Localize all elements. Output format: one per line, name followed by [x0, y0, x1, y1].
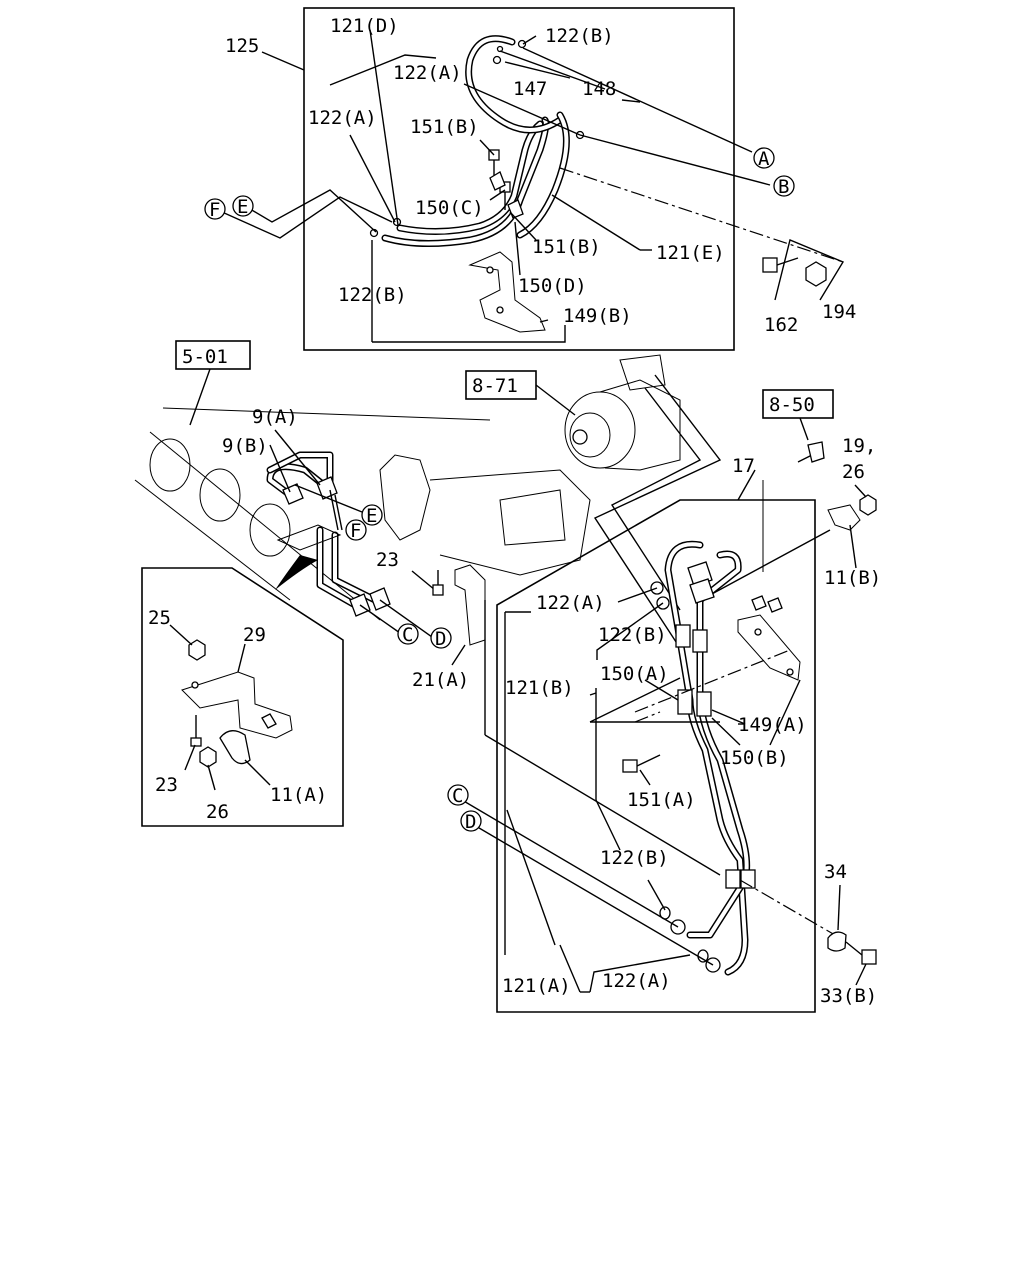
- callout-150-d: 150(D): [518, 275, 587, 297]
- callout-122-b-top: 122(B): [545, 25, 614, 47]
- callout-9-a: 9(A): [252, 406, 298, 428]
- callout-194: 194: [822, 301, 856, 323]
- ref-box-8-50: [762, 389, 834, 419]
- marker-e-top: E: [232, 195, 254, 218]
- callout-122-b-mid: 122(B): [598, 624, 667, 646]
- marker-b: B: [773, 175, 795, 198]
- callout-121-a: 121(A): [502, 975, 571, 997]
- callout-122-a-top2: 122(A): [308, 107, 377, 129]
- callout-149-a: 149(A): [738, 714, 807, 736]
- callout-11-b: 11(B): [824, 567, 881, 589]
- ref-box-5-01: [175, 340, 251, 370]
- svg-text:F: F: [350, 520, 361, 542]
- svg-text:D: D: [465, 811, 476, 833]
- callout-121-b: 121(B): [505, 677, 574, 699]
- callout-11-a: 11(A): [270, 784, 327, 806]
- marker-c-low: C: [447, 784, 469, 807]
- marker-c-mid: C: [397, 623, 419, 646]
- callout-122-a-top1: 122(A): [393, 62, 462, 84]
- svg-text:A: A: [758, 148, 770, 170]
- marker-d-mid: D: [430, 627, 452, 650]
- callout-122-b-low: 122(B): [600, 847, 669, 869]
- callout-23-inset: 23: [155, 774, 178, 796]
- callout-122-a-low: 122(A): [602, 970, 671, 992]
- inset-box: [141, 567, 344, 827]
- callout-151-a: 151(A): [627, 789, 696, 811]
- svg-text:E: E: [237, 196, 248, 218]
- callout-149-b: 149(B): [563, 305, 632, 327]
- ref-5-01: 5-01: [182, 346, 228, 368]
- callout-150-a: 150(A): [600, 663, 669, 685]
- marker-f-top: F: [204, 198, 226, 221]
- callout-26-right: 26: [842, 461, 865, 483]
- marker-e-mid: E: [361, 504, 383, 527]
- callout-151-b-2: 151(B): [532, 236, 601, 258]
- callout-121-d: 121(D): [330, 15, 399, 37]
- svg-text:E: E: [366, 505, 377, 527]
- callout-34: 34: [824, 861, 847, 883]
- marker-f-mid: F: [345, 519, 367, 542]
- callout-25: 25: [148, 607, 171, 629]
- callout-148: 148: [582, 78, 616, 100]
- callout-26-inset: 26: [206, 801, 229, 823]
- callout-29: 29: [243, 624, 266, 646]
- svg-text:C: C: [452, 785, 463, 807]
- callout-125: 125: [225, 35, 259, 57]
- callout-122-a-mid: 122(A): [536, 592, 605, 614]
- svg-text:D: D: [435, 628, 446, 650]
- callout-23-mid: 23: [376, 549, 399, 571]
- callout-147: 147: [513, 78, 547, 100]
- callout-162: 162: [764, 314, 798, 336]
- ref-8-71: 8-71: [472, 375, 518, 397]
- callout-150-b: 150(B): [720, 747, 789, 769]
- callout-150-c: 150(C): [415, 197, 484, 219]
- marker-d-low: D: [460, 810, 482, 833]
- callout-121-e: 121(E): [656, 242, 725, 264]
- marker-a: A: [753, 147, 775, 170]
- callout-9-b: 9(B): [222, 435, 268, 457]
- callout-33-b: 33(B): [820, 985, 877, 1007]
- ref-8-50: 8-50: [769, 394, 815, 416]
- callout-17: 17: [732, 455, 755, 477]
- svg-text:B: B: [778, 176, 789, 198]
- callout-151-b-1: 151(B): [410, 116, 479, 138]
- detail-box-17: [496, 499, 816, 1013]
- callout-19: 19,: [842, 435, 876, 457]
- callout-122-b-left: 122(B): [338, 284, 407, 306]
- svg-text:C: C: [402, 624, 413, 646]
- svg-text:F: F: [209, 199, 220, 221]
- detail-box-125: [303, 7, 735, 351]
- callout-21-a: 21(A): [412, 669, 469, 691]
